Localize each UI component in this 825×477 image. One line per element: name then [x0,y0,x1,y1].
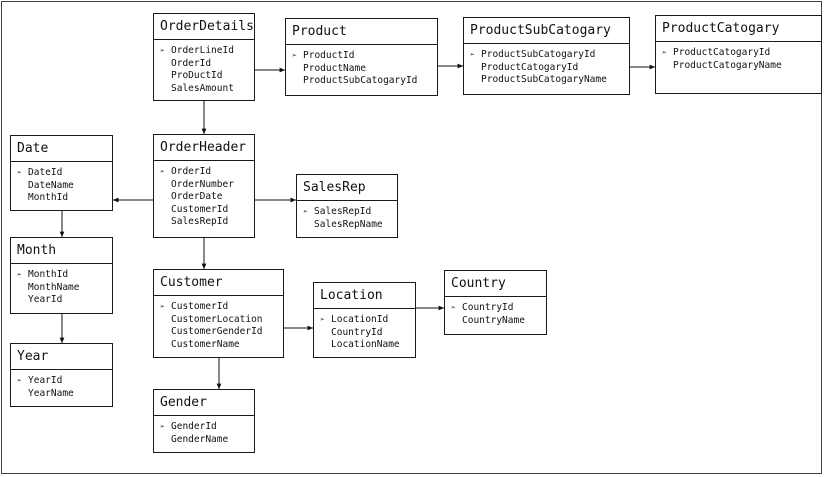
entity-month-fields: ➢MonthId MonthName YearId [11,264,112,311]
field-productid: ➢ProductId [292,50,355,61]
field-monthid: ➢MonthId [17,269,69,280]
field-genderid: ➢GenderId [160,421,217,432]
key-bullet-icon: ➢ [17,168,22,177]
field-salesrepid: ➢SalesRepId [303,206,372,217]
key-bullet-icon: ➢ [160,302,165,311]
entity-productsubcatogary-fields: ➢ProductSubCatogaryId ProductCatogaryId … [464,44,629,91]
entity-salesrep: SalesRep ➢SalesRepId SalesRepName [296,174,398,238]
key-bullet-icon: ➢ [160,422,165,431]
field-yearid: ➢YearId [17,375,63,386]
entity-date-fields: ➢DateId DateName MonthId [11,162,112,209]
entity-productcatogary: ProductCatogary ➢ProductCatogaryId Produ… [655,15,822,94]
field-customergenderid: CustomerGenderId [171,326,263,337]
entity-customer-fields: ➢CustomerId CustomerLocation CustomerGen… [154,296,283,355]
entity-country: Country ➢CountryId CountryName [444,270,547,335]
field-orderdate: OrderDate [171,191,223,202]
entity-product: Product ➢ProductId ProductName ProductSu… [285,18,438,96]
field-customerlocation: CustomerLocation [171,313,263,325]
field-salesamount: SalesAmount [171,82,234,94]
entity-year-fields: ➢YearId YearName [11,370,112,404]
entity-salesrep-title: SalesRep [297,175,397,201]
key-bullet-icon: ➢ [451,303,456,312]
field-gendername: GenderName [171,433,229,445]
key-bullet-icon: ➢ [17,270,22,279]
field-ordernumber: OrderNumber [171,178,234,190]
entity-productsubcatogary-title: ProductSubCatogary [464,18,629,44]
field-locationname: LocationName [331,339,400,350]
entity-productcatogary-fields: ➢ProductCatogaryId ProductCatogaryName [656,42,821,76]
entity-orderdetails-fields: ➢OrderLineId OrderId ProDuctId SalesAmou… [154,40,254,99]
key-bullet-icon: ➢ [17,376,22,385]
field-productsubcatogaryid: ➢ProductSubCatogaryId [470,49,596,60]
key-bullet-icon: ➢ [662,48,667,57]
entity-orderheader-fields: ➢OrderId OrderNumber OrderDate CustomerI… [154,161,254,233]
entity-location-title: Location [314,283,415,309]
field-orderid: OrderId [171,57,212,69]
entity-date: Date ➢DateId DateName MonthId [10,135,113,211]
entity-location-fields: ➢LocationId CountryId LocationName [314,309,415,356]
field-productcatogaryid: ➢ProductCatogaryId [662,47,771,58]
field-datename: DateName [28,179,74,191]
field-productname: ProductName [303,62,366,74]
field-customername: CustomerName [171,338,240,350]
entity-product-fields: ➢ProductId ProductName ProductSubCatogar… [286,45,437,92]
field-customerid: ➢CustomerId [160,301,229,312]
entity-gender: Gender ➢GenderId GenderName [153,389,255,453]
entity-gender-title: Gender [154,390,254,416]
entity-orderheader-title: OrderHeader [154,135,254,161]
field-productsubcatogaryname: ProductSubCatogaryName [481,74,607,85]
field-orderid: ➢OrderId [160,166,212,177]
field-countryid: CountryId [331,326,383,338]
field-countryname: CountryName [462,314,525,326]
entity-salesrep-fields: ➢SalesRepId SalesRepName [297,201,397,235]
entity-productcatogary-title: ProductCatogary [656,16,821,42]
field-productcatogaryname: ProductCatogaryName [673,59,782,71]
key-bullet-icon: ➢ [292,51,297,60]
entity-orderdetails-title: OrderDetails [154,14,254,40]
key-bullet-icon: ➢ [320,315,325,324]
field-yearid: YearId [28,294,63,305]
entity-orderdetails: OrderDetails ➢OrderLineId OrderId ProDuc… [153,13,255,101]
field-productcatogaryid: ProductCatogaryId [481,61,579,73]
field-salesrepname: SalesRepName [314,218,383,230]
field-productid: ProDuctId [171,70,223,81]
entity-productsubcatogary: ProductSubCatogary ➢ProductSubCatogaryId… [463,17,630,95]
entity-year: Year ➢YearId YearName [10,343,113,407]
entity-orderheader: OrderHeader ➢OrderId OrderNumber OrderDa… [153,134,255,238]
entity-product-title: Product [286,19,437,45]
entity-month: Month ➢MonthId MonthName YearId [10,237,113,314]
key-bullet-icon: ➢ [160,46,165,55]
entity-country-title: Country [445,271,546,297]
entity-month-title: Month [11,238,112,264]
entity-year-title: Year [11,344,112,370]
field-locationid: ➢LocationId [320,314,389,325]
field-yearname: YearName [28,387,74,399]
entity-customer: Customer ➢CustomerId CustomerLocation Cu… [153,269,284,358]
key-bullet-icon: ➢ [303,207,308,216]
field-dateid: ➢DateId [17,167,63,178]
field-orderlineid: ➢OrderLineId [160,45,234,56]
field-monthid: MonthId [28,192,69,203]
entity-country-fields: ➢CountryId CountryName [445,297,546,331]
field-salesrepid: SalesRepId [171,216,229,227]
field-countryid: ➢CountryId [451,302,514,313]
entity-customer-title: Customer [154,270,283,296]
entity-date-title: Date [11,136,112,162]
key-bullet-icon: ➢ [470,50,475,59]
key-bullet-icon: ➢ [160,167,165,176]
field-productsubcatogaryid: ProductSubCatogaryId [303,75,418,86]
entity-location: Location ➢LocationId CountryId LocationN… [313,282,416,358]
field-customerid: CustomerId [171,203,229,215]
field-monthname: MonthName [28,281,80,293]
entity-gender-fields: ➢GenderId GenderName [154,416,254,450]
